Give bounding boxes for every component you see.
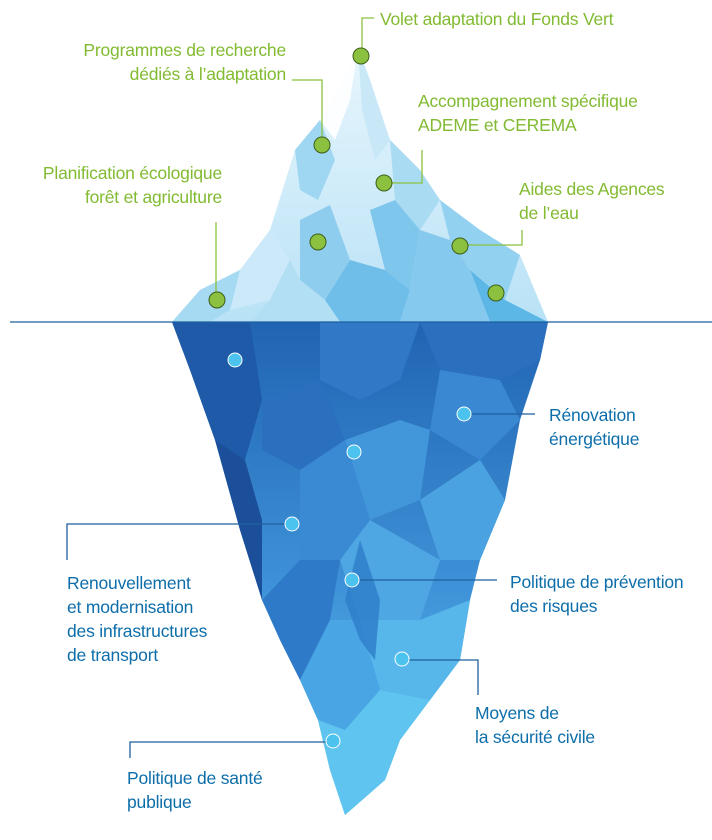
label-renovation: Rénovation énergétique bbox=[549, 403, 639, 451]
marker-extra-4 bbox=[346, 444, 362, 460]
leader-lines-below bbox=[66, 413, 535, 758]
iceberg-tip bbox=[172, 48, 548, 322]
iceberg-underwater bbox=[172, 322, 548, 815]
label-line: et modernisation bbox=[67, 597, 194, 617]
label-line: forêt et agriculture bbox=[84, 187, 222, 207]
label-line: Aides des Agences bbox=[519, 179, 665, 199]
label-line: Politique de prévention bbox=[510, 572, 684, 592]
label-recherche: Programmes de recherche dédiés à l’adapt… bbox=[40, 38, 286, 86]
label-line: des infrastructures bbox=[67, 621, 208, 641]
label-transport: Renouvellement et modernisation des infr… bbox=[67, 571, 207, 667]
marker-ademe bbox=[375, 174, 393, 192]
label-line: dédiés à l’adaptation bbox=[129, 64, 287, 84]
label-line: de transport bbox=[67, 645, 158, 665]
marker-extra-3 bbox=[227, 352, 243, 368]
marker-prevention bbox=[344, 572, 360, 588]
label-line: ADEME et CEREMA bbox=[418, 115, 577, 135]
markers-below bbox=[227, 352, 472, 749]
markers-above bbox=[208, 47, 505, 309]
marker-recherche bbox=[313, 136, 331, 154]
label-securite-civile: Moyens de la sécurité civile bbox=[475, 701, 595, 749]
label-line: Accompagnement spécifique bbox=[418, 91, 638, 111]
label-fonds-vert: Volet adaptation du Fonds Vert bbox=[380, 7, 614, 31]
marker-extra-1 bbox=[309, 233, 327, 251]
label-planification: Planification écologique forêt et agricu… bbox=[10, 161, 222, 209]
label-sante-publique: Politique de santé publique bbox=[127, 766, 263, 814]
marker-sante bbox=[325, 733, 341, 749]
label-line: des risques bbox=[510, 596, 598, 616]
label-ademe-cerema: Accompagnement spécifique ADEME et CEREM… bbox=[418, 89, 638, 137]
label-line: Moyens de bbox=[475, 703, 559, 723]
label-line: publique bbox=[127, 792, 192, 812]
marker-planification bbox=[208, 291, 226, 309]
marker-securite bbox=[394, 651, 410, 667]
label-line: énergétique bbox=[549, 429, 640, 449]
marker-extra-2 bbox=[487, 284, 505, 302]
marker-transport bbox=[284, 516, 300, 532]
label-line: Programmes de recherche bbox=[83, 40, 286, 60]
marker-fonds-vert bbox=[352, 47, 370, 65]
marker-agences bbox=[451, 237, 469, 255]
label-line: Politique de santé bbox=[127, 768, 263, 788]
label-prevention-risques: Politique de prévention des risques bbox=[510, 570, 684, 618]
label-line: Volet adaptation du Fonds Vert bbox=[380, 9, 614, 29]
label-line: de l’eau bbox=[519, 203, 579, 223]
marker-renovation bbox=[456, 406, 472, 422]
label-line: la sécurité civile bbox=[475, 727, 595, 747]
label-agences-eau: Aides des Agences de l’eau bbox=[519, 177, 665, 225]
label-line: Planification écologique bbox=[42, 163, 222, 183]
label-line: Renouvellement bbox=[67, 573, 191, 593]
leader-lines-above bbox=[215, 17, 523, 300]
label-line: Rénovation bbox=[549, 405, 636, 425]
